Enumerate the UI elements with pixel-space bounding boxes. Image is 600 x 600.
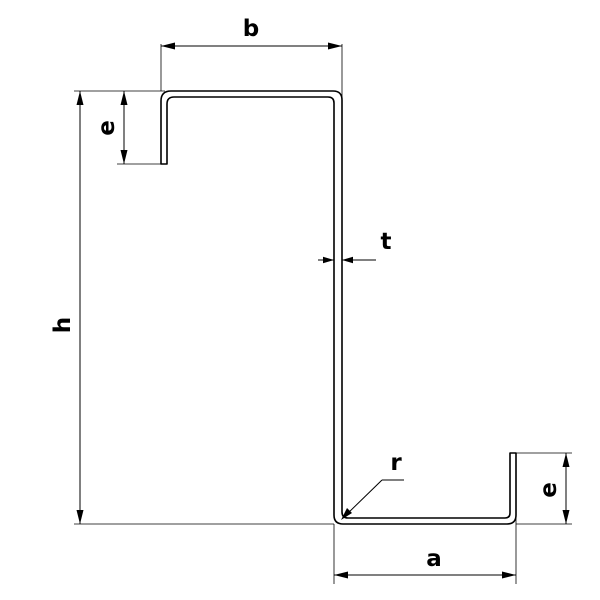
arrowhead-h-down bbox=[76, 510, 84, 524]
arrowhead-a-left bbox=[334, 571, 348, 579]
dimension-e-bottom: e bbox=[536, 453, 570, 524]
arrowhead-e-bottom-up bbox=[562, 453, 570, 467]
label-a: a bbox=[426, 546, 442, 572]
arrowhead-e-top-up bbox=[120, 91, 128, 105]
leader-r-diagonal bbox=[344, 479, 383, 517]
arrowhead-e-bottom-down bbox=[562, 510, 570, 524]
dimension-r: r bbox=[341, 450, 404, 520]
label-e-top: e bbox=[94, 120, 120, 136]
arrowhead-r bbox=[341, 508, 352, 520]
z-profile bbox=[160, 90, 517, 525]
arrowhead-b-left bbox=[161, 42, 175, 50]
label-b: b bbox=[243, 16, 259, 42]
profile-outline bbox=[160, 90, 517, 525]
arrowhead-b-right bbox=[328, 42, 342, 50]
label-h: h bbox=[50, 317, 76, 333]
arrowhead-a-right bbox=[502, 571, 516, 579]
arrowhead-t-right bbox=[342, 256, 353, 264]
arrowhead-h-up bbox=[76, 91, 84, 105]
label-e-bottom: e bbox=[536, 482, 562, 498]
dimension-h: h bbox=[50, 91, 84, 524]
extension-lines bbox=[74, 44, 572, 584]
dimension-t: t bbox=[318, 229, 392, 264]
label-r: r bbox=[390, 450, 402, 476]
dimension-b: b bbox=[161, 16, 342, 50]
dimension-e-top: e bbox=[94, 91, 128, 164]
arrowhead-e-top-down bbox=[120, 150, 128, 164]
label-t: t bbox=[381, 229, 392, 255]
arrowhead-t-left bbox=[323, 256, 334, 264]
dimension-a: a bbox=[334, 546, 516, 579]
